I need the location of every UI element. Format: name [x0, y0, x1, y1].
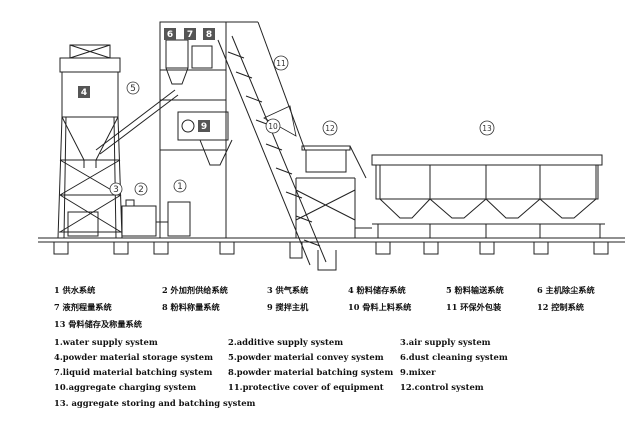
- callout-4: 4: [78, 86, 90, 98]
- legend-cn-item: 11 环保外包装: [446, 302, 502, 312]
- callout-12: 12: [322, 120, 338, 136]
- legend-en-item: 9.mixer: [400, 367, 436, 377]
- legend-cn-item: 4 粉料储存系统: [348, 285, 406, 295]
- ground-tanks: [67, 199, 191, 237]
- callout-7: 7: [184, 28, 196, 40]
- callout-13: 13: [479, 120, 495, 136]
- svg-text:10: 10: [268, 122, 278, 131]
- legend-cn-item: 2 外加剂供给系统: [162, 285, 228, 295]
- legend-en-item: 10.aggregate charging system: [54, 382, 197, 392]
- svg-text:8: 8: [206, 30, 212, 40]
- svg-text:5: 5: [130, 84, 136, 94]
- legend-cn-item: 12 控制系统: [537, 302, 584, 312]
- legend-cn-item: 10 骨料上料系统: [348, 302, 412, 312]
- legend-cn-item: 13 骨料储存及称量系统: [54, 319, 142, 329]
- plant-diagram: 4 5 6 7 8 9 10 11 12 13 1 2: [38, 21, 625, 271]
- svg-text:9: 9: [201, 122, 207, 132]
- legend-cn-item: 5 粉料输送系统: [446, 285, 504, 295]
- svg-text:11: 11: [276, 59, 286, 68]
- callout-3: 3: [109, 182, 123, 196]
- legend-en-item: 2.additive supply system: [228, 337, 344, 347]
- callout-2: 2: [134, 182, 148, 196]
- protective-cover: [226, 21, 306, 151]
- aggregate-bins: [355, 154, 605, 238]
- foundations: [53, 242, 609, 271]
- callout-8: 8: [203, 28, 215, 40]
- legend-cn-item: 1 供水系统: [54, 285, 96, 295]
- callout-5: 5: [126, 81, 140, 95]
- legend-en-item: 11.protective cover of equipment: [228, 382, 384, 392]
- legend-en-item: 7.liquid material batching system: [54, 367, 213, 377]
- legend-cn-item: 8 粉料称量系统: [162, 302, 220, 312]
- callout-10: 10: [265, 118, 281, 134]
- legend-cn-item: 7 液剂程量系统: [54, 302, 112, 312]
- legend-en-item: 1.water supply system: [54, 337, 158, 347]
- callout-11: 11: [273, 55, 289, 71]
- svg-text:13: 13: [482, 124, 492, 133]
- legend-en-item: 5.powder material convey system: [228, 352, 384, 362]
- callout-1: 1: [173, 179, 187, 193]
- legend-en-item: 8.powder material batching system: [228, 367, 394, 377]
- callout-9: 9: [198, 120, 210, 132]
- control-room: [295, 145, 367, 238]
- legend-cn-item: 6 主机除尘系统: [537, 285, 595, 295]
- powder-silo: [57, 44, 123, 239]
- legend-en-item: 3.air supply system: [400, 337, 491, 347]
- svg-text:3: 3: [113, 185, 119, 195]
- callout-6: 6: [164, 28, 176, 40]
- svg-text:7: 7: [187, 30, 193, 40]
- legend-cn-item: 9 搅拌主机: [267, 302, 309, 312]
- legend-cn-item: 3 供气系统: [267, 285, 309, 295]
- main-tower: [159, 21, 233, 238]
- svg-text:12: 12: [325, 124, 335, 133]
- inclined-belt-conveyor: [217, 35, 327, 266]
- legend-en-item: 13. aggregate storing and batching syste…: [54, 398, 256, 408]
- legend-en-item: 4.powder material storage system: [54, 352, 213, 362]
- svg-text:1: 1: [177, 182, 183, 192]
- svg-text:2: 2: [138, 185, 144, 195]
- svg-text:4: 4: [81, 88, 87, 98]
- legend-en-item: 12.control system: [400, 382, 484, 392]
- legend-en-item: 6.dust cleaning system: [400, 352, 508, 362]
- svg-text:6: 6: [167, 30, 173, 40]
